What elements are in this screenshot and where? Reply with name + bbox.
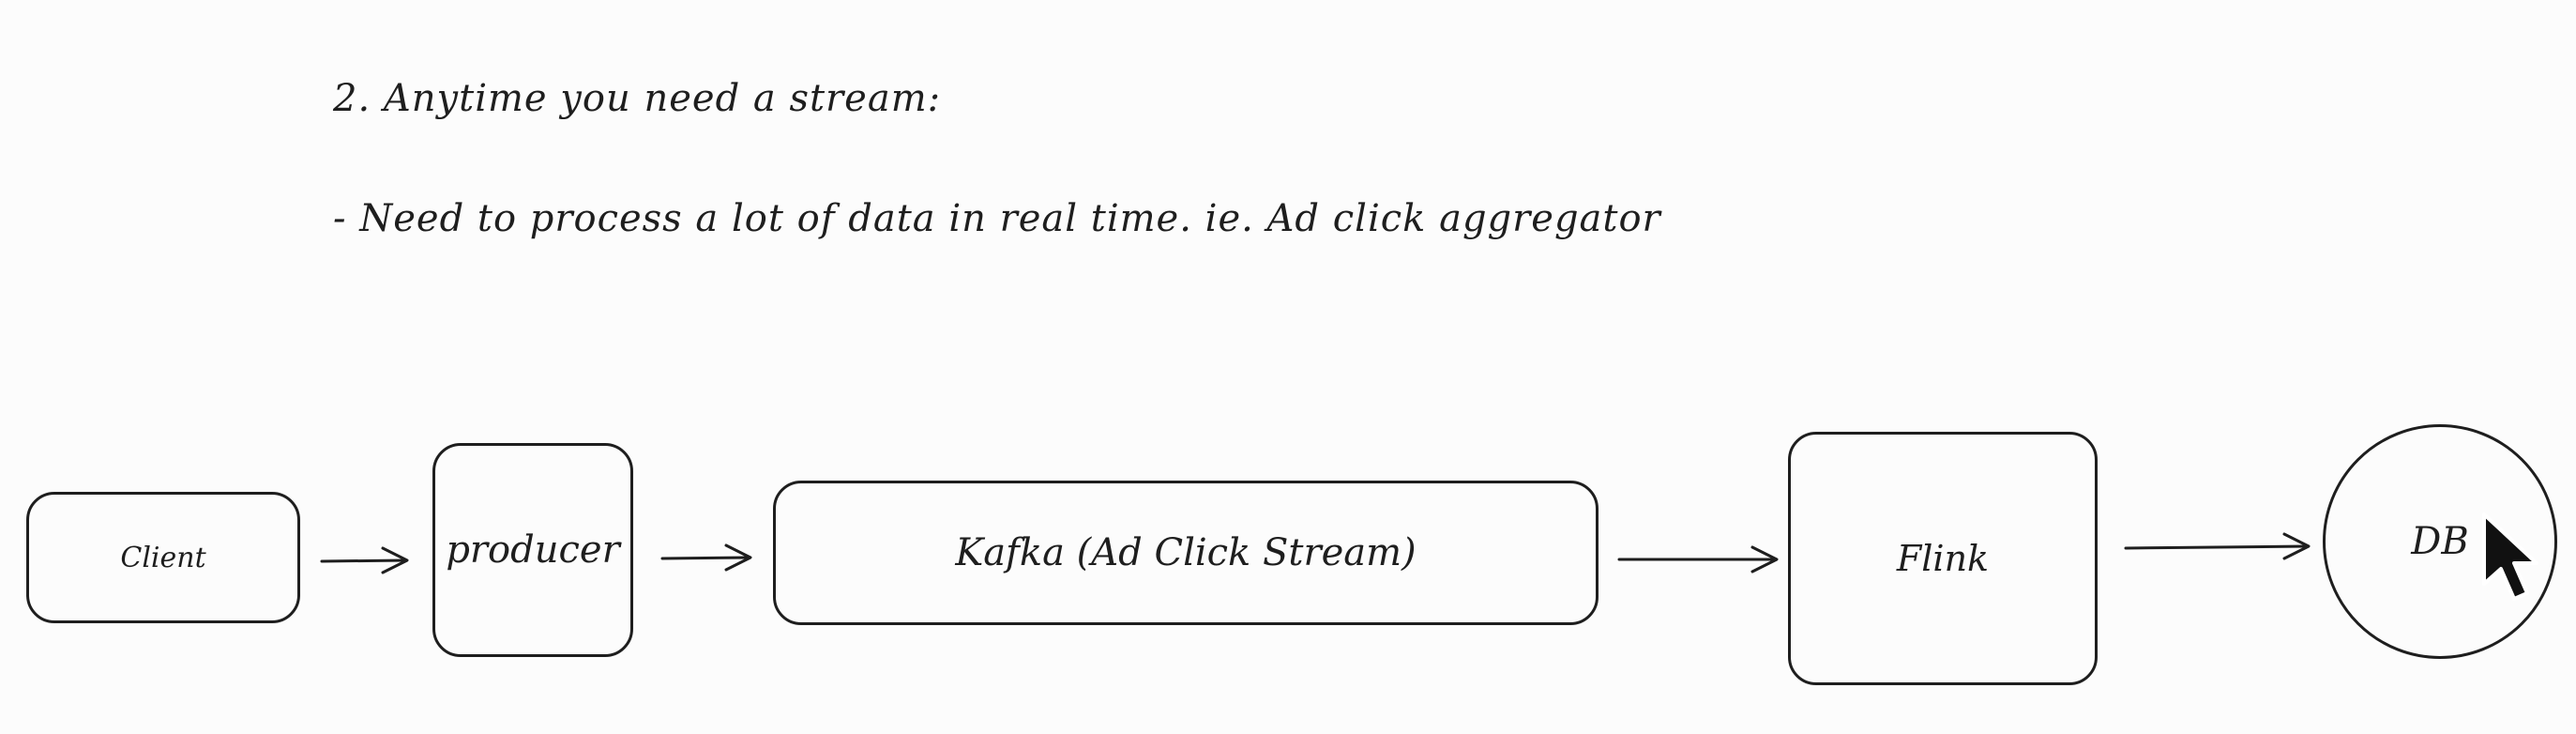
db-node[interactable]: DB	[2323, 424, 2557, 659]
client-node[interactable]: Client	[26, 492, 300, 623]
kafka-node[interactable]: Kafka (Ad Click Stream)	[773, 481, 1599, 625]
arrow-flink-to-db[interactable]	[2124, 532, 2311, 560]
producer-node[interactable]: producer	[432, 443, 633, 657]
db-label: DB	[2411, 520, 2469, 563]
flink-label: Flink	[1896, 538, 1990, 579]
arrow-client-to-producer[interactable]	[320, 546, 409, 574]
client-label: Client	[120, 541, 206, 574]
arrow-kafka-to-flink[interactable]	[1617, 545, 1779, 573]
arrow-producer-to-kafka[interactable]	[660, 543, 752, 572]
producer-label: producer	[446, 528, 620, 572]
note-heading: 2. Anytime you need a stream:	[333, 77, 942, 120]
note-bullet: - Need to process a lot of data in real …	[333, 197, 1661, 240]
kafka-label: Kafka (Ad Click Stream)	[955, 531, 1417, 574]
mouse-pointer-icon	[2482, 512, 2538, 601]
flink-node[interactable]: Flink	[1788, 432, 2098, 685]
